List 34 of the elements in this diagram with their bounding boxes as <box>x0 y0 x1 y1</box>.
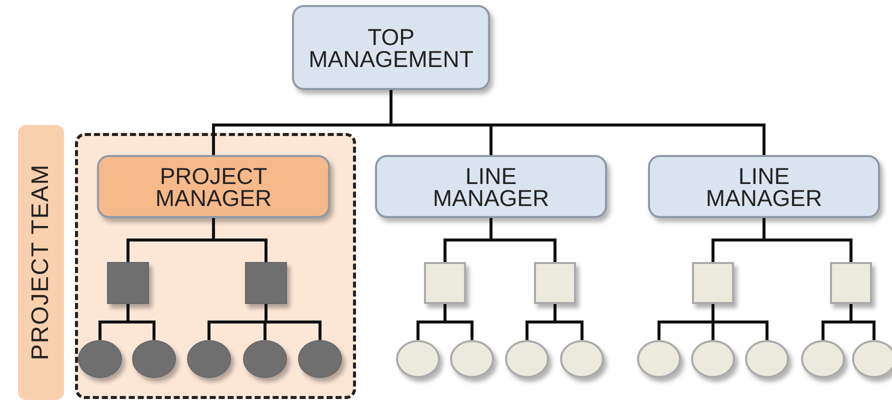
connector-line <box>712 304 768 340</box>
connector-line <box>390 90 766 155</box>
member-circle <box>745 340 789 378</box>
member-square <box>107 262 149 304</box>
member-circle <box>852 340 892 378</box>
member-circle <box>450 340 494 378</box>
member-circle <box>560 340 604 378</box>
role-box <box>292 5 490 90</box>
connector-line <box>444 304 474 340</box>
member-square <box>245 262 287 304</box>
role-title: LINE MANAGER <box>432 164 550 208</box>
connector-line <box>126 304 156 340</box>
team-label: PROJECT TEAM <box>27 164 55 360</box>
role-title: PROJECT MANAGER <box>154 164 273 208</box>
member-square <box>424 262 466 304</box>
connector-line <box>264 304 322 340</box>
role-title: LINE MANAGER <box>704 164 824 208</box>
member-square <box>692 262 734 304</box>
role-title: TOP MANAGEMENT <box>308 26 474 70</box>
member-circle <box>637 340 681 378</box>
member-square <box>534 262 576 304</box>
member-circle <box>691 340 735 378</box>
member-square <box>830 262 872 304</box>
role-box <box>648 155 880 218</box>
role-box <box>97 155 330 218</box>
member-circle <box>505 340 549 378</box>
member-circle <box>396 340 440 378</box>
role-box <box>375 155 607 218</box>
connector-line <box>554 304 584 340</box>
member-circle <box>801 340 845 378</box>
connector-line <box>490 218 556 262</box>
connector-line <box>212 218 268 262</box>
connector-line <box>762 218 852 262</box>
connector-line <box>850 304 876 340</box>
